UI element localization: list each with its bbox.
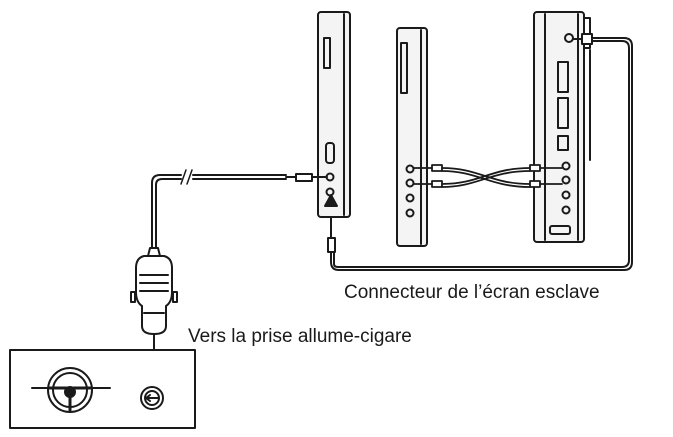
- car-power-cable: [151, 169, 328, 249]
- slave-jack-3: [405, 193, 415, 203]
- slave-jack-1: [405, 164, 415, 174]
- side-slot: [323, 37, 331, 69]
- main-screen-device: [533, 11, 591, 243]
- cigarette-lighter-label: Vers la prise allume-cigare: [188, 326, 412, 347]
- steering-wheel-icon: [47, 367, 93, 413]
- av-crossed-cables: [413, 164, 563, 188]
- button-3: [557, 135, 569, 151]
- slave-connector-cable: [327, 33, 633, 271]
- slave-screen-device: [396, 27, 428, 247]
- lighter-socket-icon: [140, 386, 164, 410]
- power-switch: [325, 142, 335, 164]
- up-arrow-icon: [324, 194, 338, 207]
- slave-screen-connector-label: Connecteur de l’écran esclave: [344, 282, 600, 303]
- dashboard-box: [9, 349, 196, 429]
- slave-jack-2: [405, 178, 415, 188]
- main-player-device: [317, 11, 351, 218]
- button-1: [557, 61, 569, 93]
- button-2: [557, 97, 569, 129]
- cigarette-lighter-plug: [130, 247, 178, 341]
- slave-jack-4: [405, 208, 415, 218]
